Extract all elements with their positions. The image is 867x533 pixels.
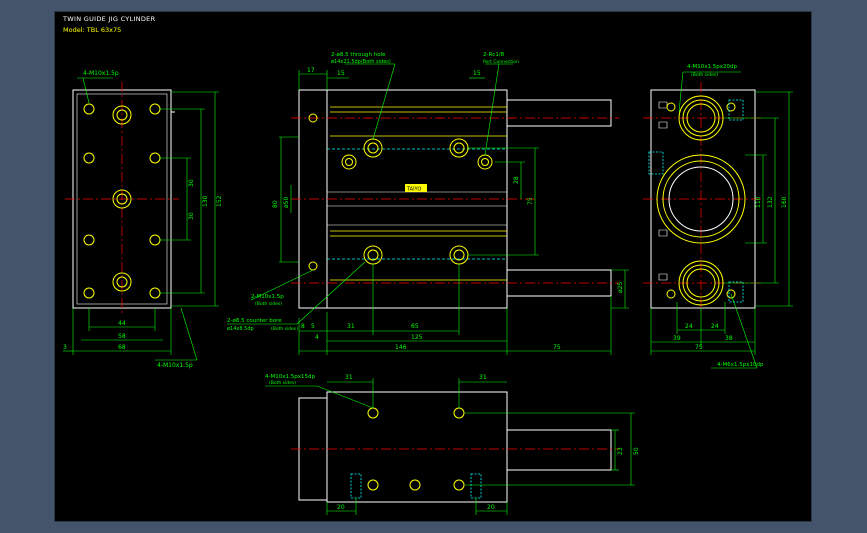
bottom-hole-5 bbox=[453, 479, 465, 491]
bottom-hole-4 bbox=[409, 479, 421, 491]
dim-front-28: 28 bbox=[513, 176, 520, 184]
left-hole-6 bbox=[149, 234, 161, 246]
front-note-9: (Both sides) bbox=[271, 326, 298, 332]
left-bore-top bbox=[112, 105, 132, 125]
bottom-note-2: (Both sides) bbox=[269, 380, 296, 386]
dim-front-8: 8 bbox=[301, 323, 305, 330]
dim-left-68: 68 bbox=[118, 344, 126, 351]
bottom-hidden-port-1 bbox=[350, 473, 362, 499]
left-view: 4-M10x1.5p 4-M10x1.5p 44 58 68 3 30 30 1… bbox=[63, 70, 223, 369]
dim-right-24b: 24 bbox=[711, 323, 719, 330]
front-note-1: 2-ø8.5 through hole bbox=[331, 52, 386, 58]
front-note-7: 2-ø8.5 counter bore bbox=[227, 318, 282, 324]
dim-front-80: 80 bbox=[272, 200, 279, 208]
bottom-hole-1 bbox=[367, 407, 379, 419]
dim-right-38: 38 bbox=[725, 335, 733, 342]
dim-right-110: 110 bbox=[755, 196, 762, 208]
left-leader-top bbox=[82, 77, 90, 104]
front-note-5: 2-M10x1.5p bbox=[251, 294, 284, 300]
front-label-plate bbox=[405, 184, 427, 192]
front-hole-4 bbox=[477, 154, 493, 170]
cad-viewport[interactable]: TWIN GUIDE JIG CYLINDER Model: TBL 63x75 bbox=[54, 11, 812, 522]
dim-front-31: 31 bbox=[347, 323, 355, 330]
front-bore-5 bbox=[363, 245, 383, 265]
front-note-6: (Both sides) bbox=[255, 301, 282, 307]
dim-right-132: 132 bbox=[767, 196, 774, 208]
dim-front-50: ø50 bbox=[283, 197, 290, 208]
right-hidden-port-2 bbox=[648, 151, 664, 175]
left-bore-mid bbox=[112, 189, 132, 209]
bottom-hidden-port-2 bbox=[470, 473, 482, 499]
drawing-model: Model: TBL 63x75 bbox=[63, 26, 122, 34]
left-hole-1 bbox=[83, 103, 95, 115]
dim-left-30b: 30 bbox=[188, 212, 195, 220]
dim-bottom-23: 23 bbox=[617, 447, 624, 455]
front-endplate-hole-top bbox=[308, 113, 318, 123]
front-view: TAIYO bbox=[227, 52, 629, 355]
dim-right-160: 160 bbox=[781, 196, 788, 208]
dim-front-4: 4 bbox=[315, 334, 319, 341]
dim-bottom-20b: 20 bbox=[487, 504, 495, 511]
left-note-top: 4-M10x1.5p bbox=[83, 70, 119, 77]
dim-front-5: 5 bbox=[311, 323, 315, 330]
dim-left-3: 3 bbox=[63, 344, 67, 351]
bottom-rod bbox=[506, 429, 612, 471]
dim-right-24a: 24 bbox=[685, 323, 693, 330]
dim-left-152: 152 bbox=[216, 195, 223, 207]
dim-front-75h: 75 bbox=[553, 344, 561, 351]
dim-front-65: 65 bbox=[411, 323, 419, 330]
dim-left-130: 130 bbox=[202, 195, 209, 207]
left-hole-7 bbox=[83, 287, 95, 299]
dim-left-44: 44 bbox=[118, 320, 126, 327]
dim-left-30a: 30 bbox=[188, 179, 195, 187]
front-bore-1 bbox=[363, 138, 383, 158]
bottom-hole-2 bbox=[453, 407, 465, 419]
bottom-hole-3 bbox=[367, 479, 379, 491]
right-note-2: (Both sides) bbox=[691, 72, 718, 78]
front-label-text: TAIYO bbox=[406, 187, 421, 193]
front-note-4: Port Connection bbox=[483, 59, 519, 65]
bottom-view: 4-M10x1.5px15dp (Both sides) 31 31 23 50… bbox=[265, 374, 640, 515]
dim-bottom-31b: 31 bbox=[479, 374, 487, 381]
right-hidden-port-3 bbox=[728, 281, 744, 303]
dim-front-17: 17 bbox=[307, 67, 315, 74]
right-note-3: 4-M6x1.5px10dp bbox=[717, 362, 764, 368]
left-hole-8 bbox=[149, 287, 161, 299]
right-hidden-port-1 bbox=[728, 99, 744, 121]
right-note-1: 4-M10x1.5px20dp bbox=[687, 64, 737, 70]
front-note-2: ø14x21.5dp(Both sides) bbox=[331, 59, 391, 65]
front-rod-bot bbox=[506, 269, 612, 297]
dim-right-75: 75 bbox=[695, 344, 703, 351]
bottom-note-1: 4-M10x1.5px15dp bbox=[265, 374, 315, 380]
front-bore-6 bbox=[449, 245, 469, 265]
dim-front-15a: 15 bbox=[337, 70, 345, 77]
cad-drawing: 4-M10x1.5p 4-M10x1.5p 44 58 68 3 30 30 1… bbox=[63, 52, 793, 515]
front-hole-3 bbox=[341, 154, 357, 170]
left-hole-5 bbox=[83, 234, 95, 246]
dim-right-39: 39 bbox=[673, 335, 681, 342]
drawing-title: TWIN GUIDE JIG CYLINDER bbox=[63, 15, 156, 23]
right-view: 4-M10x1.5px20dp (Both sides) 110 132 160… bbox=[643, 64, 793, 369]
dim-front-125: 125 bbox=[411, 334, 423, 341]
dim-bottom-50: 50 bbox=[633, 447, 640, 455]
dim-bottom-20a: 20 bbox=[337, 504, 345, 511]
left-hole-3 bbox=[83, 152, 95, 164]
dim-left-58: 58 bbox=[118, 333, 126, 340]
left-note-bottom: 4-M10x1.5p bbox=[157, 362, 193, 369]
dim-front-146: 146 bbox=[395, 344, 407, 351]
front-note-3: 2-Rc1/8 bbox=[483, 52, 505, 58]
dim-front-25: ø25 bbox=[617, 282, 624, 293]
front-endplate-hole-bot bbox=[308, 261, 318, 271]
dim-bottom-31a: 31 bbox=[345, 374, 353, 381]
bottom-body bbox=[326, 391, 508, 503]
front-rod-top bbox=[506, 99, 612, 127]
dim-front-15b: 15 bbox=[473, 70, 481, 77]
left-bore-bot bbox=[112, 272, 132, 292]
left-hole-2 bbox=[149, 103, 161, 115]
front-note-8: ø14x8.5dp bbox=[227, 326, 254, 332]
dim-front-75v: 75 bbox=[527, 197, 534, 205]
front-bore-2 bbox=[449, 138, 469, 158]
left-hole-4 bbox=[149, 152, 161, 164]
right-main-bore bbox=[656, 154, 746, 244]
